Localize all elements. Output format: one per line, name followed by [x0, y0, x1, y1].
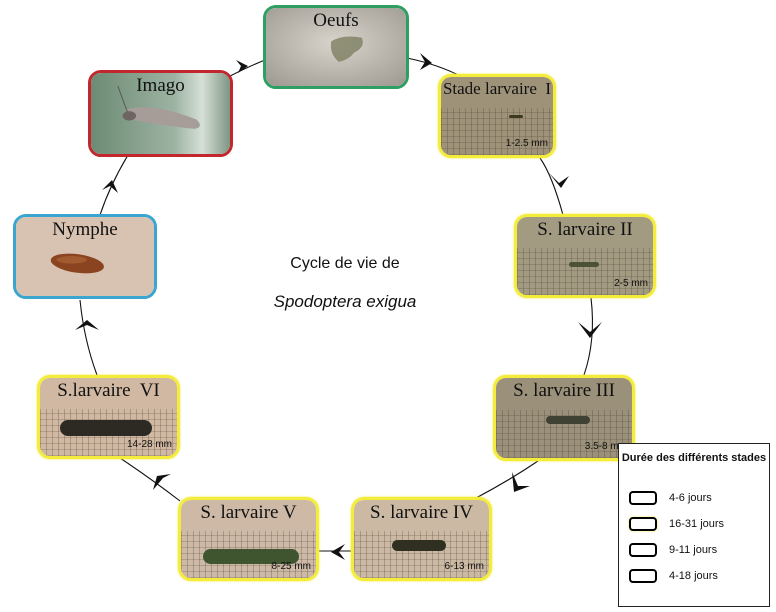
- legend-label: 16-31 jours: [669, 518, 725, 530]
- mm-grid: [441, 108, 553, 155]
- mm-grid: [517, 248, 653, 295]
- arrow-icon: [420, 53, 432, 70]
- eggs-photo: [266, 8, 406, 86]
- larva-photo: [441, 77, 553, 155]
- legend-item-red: 4-18 jours: [629, 567, 718, 585]
- stage-title: Stade larvaire I: [442, 79, 552, 98]
- arrow-icon: [549, 173, 569, 188]
- arrow-icon: [512, 472, 530, 492]
- stage-size: 1-2.5 mm: [505, 138, 548, 149]
- stage-nymphe: Nymphe: [13, 214, 157, 299]
- connector-larve3-larve4: [475, 460, 539, 499]
- stage-larve-4: S. larvaire IV 6-13 mm: [351, 497, 492, 581]
- larva: [569, 262, 599, 267]
- stage-larve-1: Stade larvaire I 1-2.5 mm: [438, 74, 556, 158]
- larva-photo: [354, 500, 489, 578]
- legend-swatch-green: [629, 491, 657, 505]
- legend-label: 4-18 jours: [669, 570, 718, 582]
- connector-larve1-larve2: [539, 157, 564, 216]
- species-name: Spodoptera exigua: [273, 292, 417, 311]
- legend-item-yellow: 16-31 jours: [629, 515, 724, 533]
- stage-title: Nymphe: [52, 219, 118, 240]
- diagram-title: Cycle de vie de: [290, 255, 400, 272]
- mm-grid: [354, 531, 489, 578]
- connector-larve5-larve6: [119, 457, 181, 502]
- larva: [392, 540, 446, 551]
- stage-larve-5: S. larvaire V 8-25 mm: [178, 497, 319, 581]
- stage-size: 2-5 mm: [614, 278, 648, 289]
- stage-title: Imago: [136, 75, 185, 96]
- stage-title: S. larvaire IV: [370, 502, 473, 523]
- larva: [203, 549, 299, 564]
- legend-label: 9-11 jours: [669, 544, 718, 556]
- connector-larve6-nymphe: [79, 299, 98, 376]
- stage-title: Oeufs: [313, 10, 359, 31]
- legend-swatch-blue: [629, 543, 657, 557]
- larva: [546, 416, 590, 424]
- legend-item-green: 4-6 jours: [629, 489, 712, 507]
- stage-larve-3: S. larvaire III 3.5-8 mm: [493, 375, 635, 461]
- moth-photo: [91, 73, 230, 154]
- stage-size: 6-13 mm: [444, 561, 484, 572]
- stage-size: 3.5-8 mm: [584, 441, 627, 452]
- arrow-icon: [153, 474, 171, 490]
- larva-photo: [181, 500, 316, 578]
- arrow-icon: [75, 320, 99, 330]
- larva-photo: [40, 378, 177, 456]
- legend-item-blue: 9-11 jours: [629, 541, 717, 559]
- stage-title: S. larvaire V: [200, 502, 297, 523]
- arrow-icon: [578, 322, 602, 338]
- stage-title: S. larvaire II: [537, 219, 633, 240]
- larva-photo: [517, 217, 653, 295]
- stage-size: 8-25 mm: [271, 561, 311, 572]
- legend: Durée des différents stades 4-6 jours 16…: [618, 443, 770, 607]
- pupa-photo: [16, 217, 154, 296]
- larva: [60, 420, 152, 436]
- stage-imago: Imago: [88, 70, 233, 157]
- stage-size: 14-28 mm: [126, 439, 172, 450]
- larva: [509, 115, 523, 118]
- legend-swatch-yellow: [629, 517, 657, 531]
- legend-label: 4-6 jours: [669, 492, 712, 504]
- stage-title: S. larvaire III: [513, 380, 615, 401]
- stage-oeufs: Oeufs: [263, 5, 409, 89]
- stage-title: S.larvaire VI: [57, 380, 160, 401]
- legend-swatch-red: [629, 569, 657, 583]
- stage-larve-6: S.larvaire VI 14-28 mm: [37, 375, 180, 459]
- connector-imago-oeufs: [229, 59, 266, 77]
- arrow-icon: [102, 180, 118, 193]
- arrow-icon: [331, 544, 345, 560]
- arrow-icon: [236, 60, 248, 73]
- legend-title: Durée des différents stades: [621, 452, 767, 464]
- connector-larve2-larve3: [583, 297, 593, 376]
- stage-larve-2: S. larvaire II 2-5 mm: [514, 214, 656, 298]
